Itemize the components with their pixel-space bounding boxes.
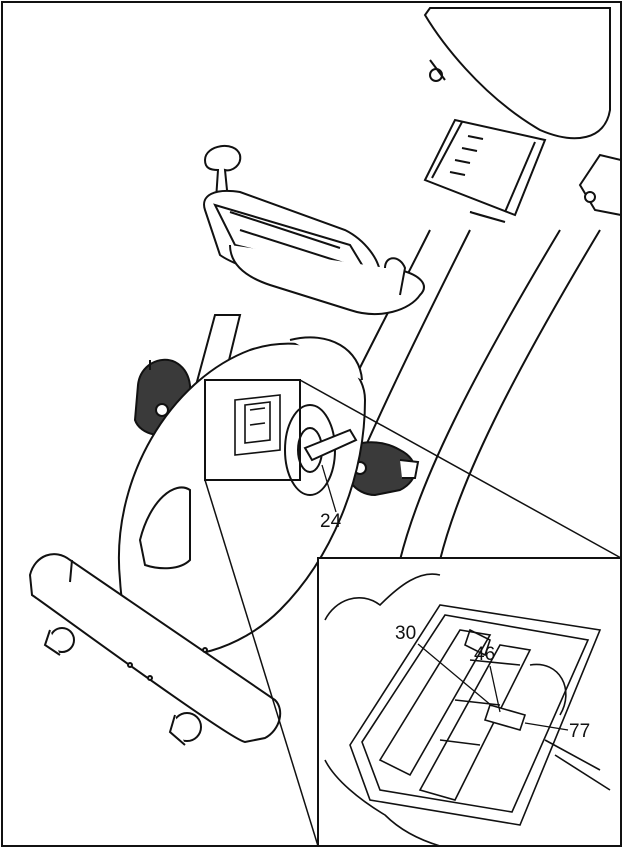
- box-contents: [234, 394, 281, 456]
- callout-30: 30: [395, 623, 417, 644]
- leader-24: [321, 464, 337, 513]
- callout-46: 46: [474, 644, 496, 665]
- seat: [423, 7, 611, 140]
- seat-bracket: [578, 153, 622, 217]
- inset-leaders: [417, 643, 569, 731]
- callout-24: 24: [320, 511, 342, 532]
- console: [203, 190, 425, 316]
- inset-contents: [324, 573, 611, 847]
- callout-77: 77: [569, 721, 591, 742]
- seat-rail: [423, 118, 547, 223]
- detail-box: [204, 379, 301, 481]
- flywheel-housing: [117, 336, 367, 657]
- leader-lines: [204, 379, 622, 847]
- crank-arm: [303, 428, 358, 462]
- base-stabilizer: [28, 553, 282, 746]
